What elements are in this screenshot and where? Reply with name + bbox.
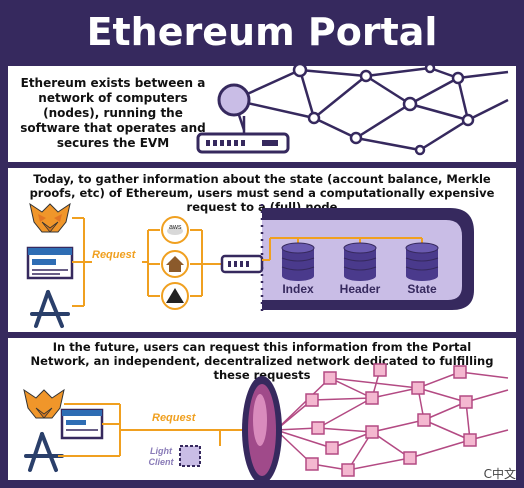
portal-network-edges: [275, 369, 509, 471]
request-lines-today: [72, 217, 222, 307]
watermark: C中文: [483, 467, 516, 481]
metamask-fox-icon-2: [23, 388, 65, 419]
section-1-text: Ethereum exists between a network of com…: [20, 76, 206, 150]
browser-window-icon-2: [60, 408, 104, 440]
browser-window-icon: [26, 246, 74, 280]
metamask-fox-icon: [29, 202, 71, 233]
title-bar: [0, 0, 524, 64]
google-cloud-icon: [161, 282, 189, 310]
app-store-a-icon-2: [24, 432, 64, 472]
portal-ring-icon: [242, 376, 282, 484]
home-icon: [161, 250, 189, 278]
light-client-label: Light Client: [148, 446, 174, 467]
aws-icon: [161, 216, 189, 244]
node-plug-icon: [220, 254, 264, 274]
db-label-state: State: [407, 282, 437, 296]
request-lines-future: [58, 403, 244, 457]
aws-label: aws: [169, 224, 182, 231]
header-database-icon: [343, 242, 377, 281]
db-label-index: Index: [282, 282, 314, 296]
state-database-icon: [405, 242, 439, 281]
server-icon: [196, 132, 290, 154]
request-label-today: Request: [92, 249, 136, 261]
portal-network-nodes: [305, 363, 477, 477]
index-database-icon: [281, 242, 315, 281]
db-label-header: Header: [339, 282, 381, 296]
section-2-text: Today, to gather information about the s…: [29, 172, 495, 214]
node-icon: [217, 83, 251, 117]
ethereum-node-network: [232, 66, 509, 152]
request-label-future: Request: [152, 412, 196, 424]
light-client-icon: [179, 445, 201, 467]
app-store-a-icon: [30, 290, 70, 328]
